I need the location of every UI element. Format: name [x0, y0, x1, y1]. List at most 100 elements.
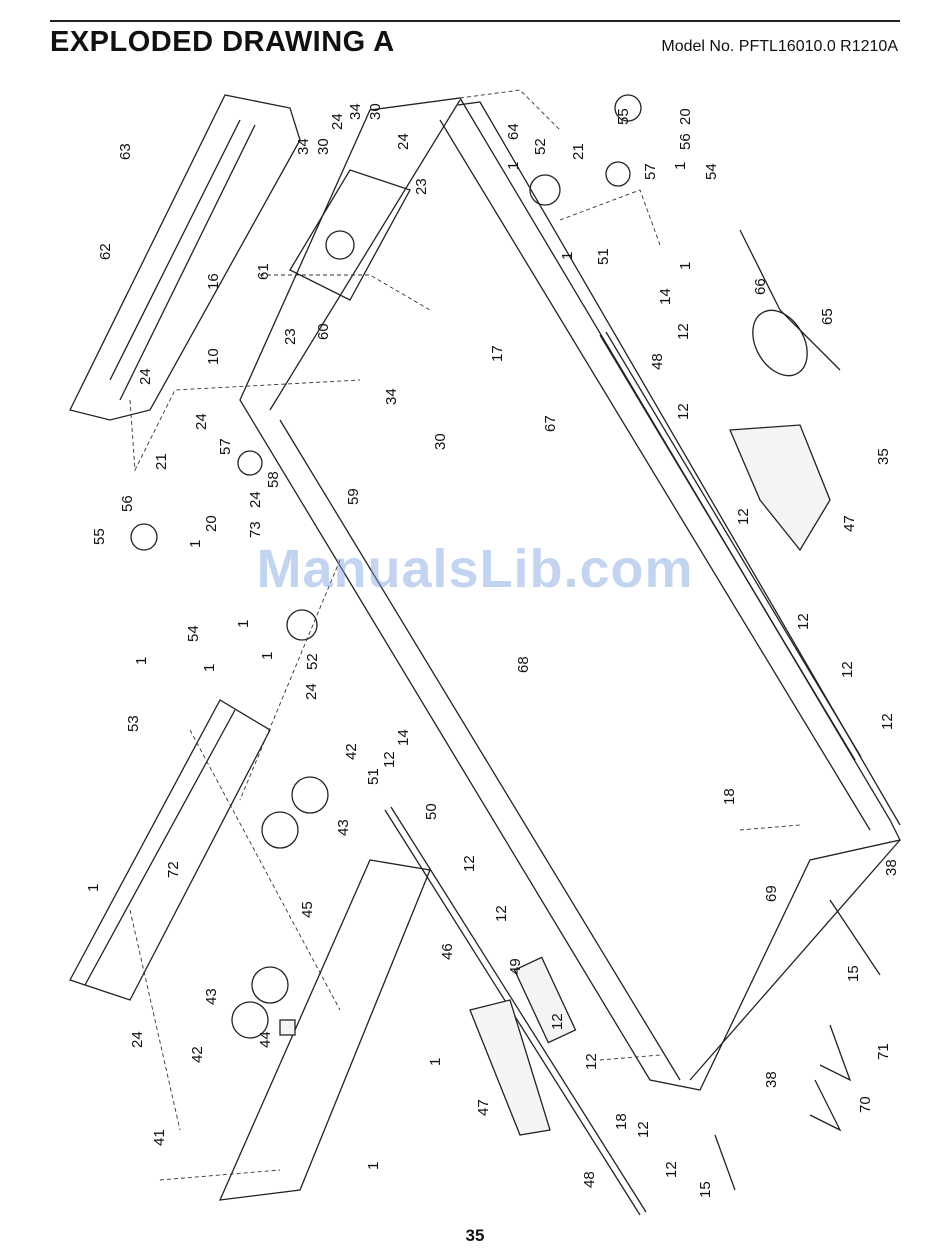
label-12-g: 12 — [381, 751, 398, 768]
label-24-d: 24 — [193, 413, 210, 430]
label-30: 30 — [367, 103, 384, 120]
label-64: 64 — [505, 123, 522, 140]
label-30-b: 30 — [315, 138, 332, 155]
label-41: 41 — [151, 1129, 168, 1146]
label-12-d: 12 — [795, 613, 812, 630]
label-1-d: 1 — [677, 262, 694, 270]
label-1-i: 1 — [201, 664, 218, 672]
rail-strip-bottom-2 — [390, 806, 647, 1213]
foot-pad-55-top — [614, 94, 642, 122]
label-55: 55 — [615, 108, 632, 125]
label-30-c: 30 — [432, 433, 449, 450]
label-24-g: 24 — [129, 1031, 146, 1048]
side-rail — [218, 859, 431, 1201]
label-21: 21 — [570, 143, 587, 160]
foot-pad-57-top — [605, 161, 631, 187]
treadmill-frame — [239, 97, 901, 1091]
label-10: 10 — [205, 348, 222, 365]
label-12-b: 12 — [675, 403, 692, 420]
label-66: 66 — [752, 278, 769, 295]
label-12-j: 12 — [549, 1013, 566, 1030]
label-1-b: 1 — [672, 162, 689, 170]
label-42-b: 42 — [189, 1046, 206, 1063]
label-45: 45 — [299, 901, 316, 918]
label-54-b: 54 — [185, 625, 202, 642]
label-57-b: 57 — [217, 438, 234, 455]
label-43-b: 43 — [203, 988, 220, 1005]
label-51-b: 51 — [365, 768, 382, 785]
wrench-71 — [819, 1024, 852, 1082]
label-52: 52 — [532, 138, 549, 155]
warning-label-plate — [513, 956, 577, 1044]
label-61: 61 — [255, 263, 272, 280]
label-46: 46 — [439, 943, 456, 960]
label-12-k: 12 — [583, 1053, 600, 1070]
label-60: 60 — [315, 323, 332, 340]
label-23-b: 23 — [282, 328, 299, 345]
foot-pad-57-bottom — [237, 450, 263, 476]
label-12-l: 12 — [635, 1121, 652, 1138]
label-24-e: 24 — [247, 491, 264, 508]
label-44: 44 — [257, 1031, 274, 1048]
label-34-c: 34 — [383, 388, 400, 405]
foot-rail-top — [729, 424, 831, 552]
label-1-k: 1 — [427, 1058, 444, 1066]
label-18: 18 — [721, 788, 738, 805]
wrench-70 — [809, 1079, 842, 1132]
bolt-15-right — [829, 899, 881, 976]
motor-controller — [289, 169, 411, 301]
label-15: 15 — [845, 965, 862, 982]
label-12-h: 12 — [461, 855, 478, 872]
leader-lines — [129, 89, 801, 1181]
label-56: 56 — [677, 133, 694, 150]
label-12-f: 12 — [879, 713, 896, 730]
label-57: 57 — [642, 163, 659, 180]
label-68: 68 — [515, 656, 532, 673]
exploded-drawing: 63 62 16 24 34 30 34 30 24 23 61 23 60 1… — [69, 89, 901, 1216]
label-1-f: 1 — [235, 620, 252, 628]
label-1-g: 1 — [133, 657, 150, 665]
label-16: 16 — [205, 273, 222, 290]
rear-frame-left — [69, 699, 271, 1001]
label-12-e: 12 — [839, 661, 856, 678]
label-24-f: 24 — [303, 683, 320, 700]
label-71: 71 — [875, 1043, 892, 1060]
foot-rail-bottom — [469, 999, 551, 1136]
label-65: 65 — [819, 308, 836, 325]
label-12-c: 12 — [735, 508, 752, 525]
label-34: 34 — [347, 103, 364, 120]
page-title: EXPLODED DRAWING A — [50, 26, 395, 58]
label-53: 53 — [125, 715, 142, 732]
label-1-c: 1 — [559, 252, 576, 260]
label-1-j: 1 — [85, 884, 102, 892]
model-number: Model No. PFTL16010.0 R1210A — [661, 38, 898, 55]
label-20: 20 — [677, 108, 694, 125]
rail-strip-top — [599, 334, 856, 761]
label-59: 59 — [345, 488, 362, 505]
label-23: 23 — [413, 178, 430, 195]
label-24-c: 24 — [137, 368, 154, 385]
power-cord — [739, 229, 841, 371]
label-58: 58 — [265, 471, 282, 488]
label-48-b: 48 — [581, 1171, 598, 1188]
label-48: 48 — [649, 353, 666, 370]
label-52-b: 52 — [304, 653, 321, 670]
label-67: 67 — [542, 415, 559, 432]
label-1-e: 1 — [187, 540, 204, 548]
label-62: 62 — [97, 243, 114, 260]
label-14: 14 — [657, 288, 674, 305]
label-1-h: 1 — [259, 652, 276, 660]
label-70: 70 — [857, 1096, 874, 1113]
label-1-l: 1 — [365, 1162, 382, 1170]
bolt-15-bottom — [714, 1134, 736, 1191]
power-cord-coil — [752, 309, 808, 377]
label-47-b: 47 — [475, 1099, 492, 1116]
label-72: 72 — [165, 861, 182, 878]
label-12-i: 12 — [493, 905, 510, 922]
label-24-b: 24 — [395, 133, 412, 150]
label-69: 69 — [763, 885, 780, 902]
foot-pad-52-bottom — [286, 609, 318, 641]
label-42: 42 — [343, 743, 360, 760]
label-24: 24 — [329, 113, 346, 130]
motor-hood — [69, 94, 301, 421]
